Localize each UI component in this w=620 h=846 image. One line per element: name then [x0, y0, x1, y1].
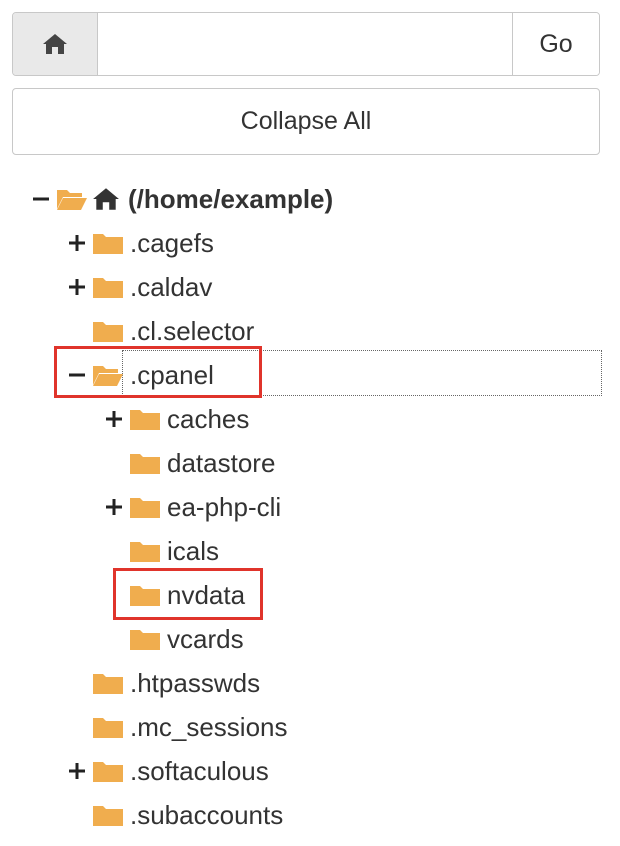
tree-item[interactable]: .cl.selector: [66, 313, 256, 349]
folder-icon: [93, 234, 123, 254]
toggle-spacer: [66, 804, 88, 826]
folder-icon: [93, 806, 123, 826]
tree-root-label: (/home/example): [128, 183, 334, 214]
tree-item-label: nvdata: [167, 579, 246, 610]
folder-icon: [93, 762, 123, 782]
folder-icon: [93, 674, 123, 694]
tree-item-label: caches: [167, 403, 250, 434]
highlight-box-nvdata: [113, 568, 263, 620]
toggle-spacer: [103, 540, 125, 562]
toggle-spacer: [66, 716, 88, 738]
go-button[interactable]: Go: [512, 13, 599, 75]
folder-icon: [130, 498, 160, 518]
folder-icon: [93, 322, 123, 342]
tree-item[interactable]: caches: [103, 401, 251, 437]
tree-item[interactable]: .caldav: [66, 269, 214, 305]
tree-item-label: vcards: [167, 623, 244, 654]
tree-item-cpanel[interactable]: .cpanel: [66, 357, 216, 393]
expand-toggle-icon[interactable]: [103, 496, 125, 518]
tree-item[interactable]: .subaccounts: [66, 797, 285, 833]
folder-open-icon: [93, 366, 123, 386]
path-input[interactable]: [98, 13, 512, 75]
tree-item[interactable]: .mc_sessions: [66, 709, 290, 745]
tree-item-nvdata[interactable]: nvdata: [103, 577, 247, 613]
tree-item[interactable]: datastore: [103, 445, 277, 481]
folder-icon: [130, 542, 160, 562]
tree-item-label: ea-php-cli: [167, 491, 282, 522]
expand-toggle-icon[interactable]: [66, 760, 88, 782]
tree-item-label: icals: [167, 535, 220, 566]
tree-item-label: .softaculous: [130, 755, 269, 786]
tree-item[interactable]: ea-php-cli: [103, 489, 283, 525]
tree-item[interactable]: .cagefs: [66, 225, 216, 261]
collapse-toggle-icon[interactable]: [30, 188, 52, 210]
tree-item[interactable]: .htpasswds: [66, 665, 262, 701]
highlight-box-cpanel: [54, 346, 262, 398]
folder-icon: [93, 278, 123, 298]
tree-item[interactable]: icals: [103, 533, 221, 569]
home-icon: [43, 34, 67, 54]
home-icon: [93, 188, 119, 210]
folder-icon: [130, 586, 160, 606]
folder-icon: [130, 454, 160, 474]
tree-item-label: .subaccounts: [130, 799, 284, 830]
tree-item-label: .mc_sessions: [130, 711, 288, 742]
folder-icon: [130, 410, 160, 430]
tree-item[interactable]: vcards: [103, 621, 246, 657]
folder-icon: [130, 630, 160, 650]
folder-open-icon: [57, 190, 87, 210]
tree-item[interactable]: .softaculous: [66, 753, 271, 789]
home-button[interactable]: [13, 13, 98, 75]
collapse-all-button[interactable]: Collapse All: [12, 88, 600, 155]
folder-icon: [93, 718, 123, 738]
expand-toggle-icon[interactable]: [66, 276, 88, 298]
toggle-spacer: [103, 452, 125, 474]
toggle-spacer: [66, 672, 88, 694]
collapse-toggle-icon[interactable]: [66, 364, 88, 386]
tree-item-label: .cagefs: [130, 227, 214, 258]
tree-item-label: datastore: [167, 447, 276, 478]
toggle-spacer: [103, 628, 125, 650]
expand-toggle-icon[interactable]: [66, 232, 88, 254]
toggle-spacer: [66, 320, 88, 342]
path-bar: Go: [12, 12, 600, 76]
expand-toggle-icon[interactable]: [103, 408, 125, 430]
tree-item-label: .cl.selector: [130, 315, 255, 346]
tree-item-label: .cpanel: [130, 359, 214, 390]
selected-row-outline: [122, 350, 602, 396]
tree-root[interactable]: (/home/example): [30, 181, 335, 217]
tree-item-label: .caldav: [130, 271, 213, 302]
tree-item-label: .htpasswds: [130, 667, 261, 698]
